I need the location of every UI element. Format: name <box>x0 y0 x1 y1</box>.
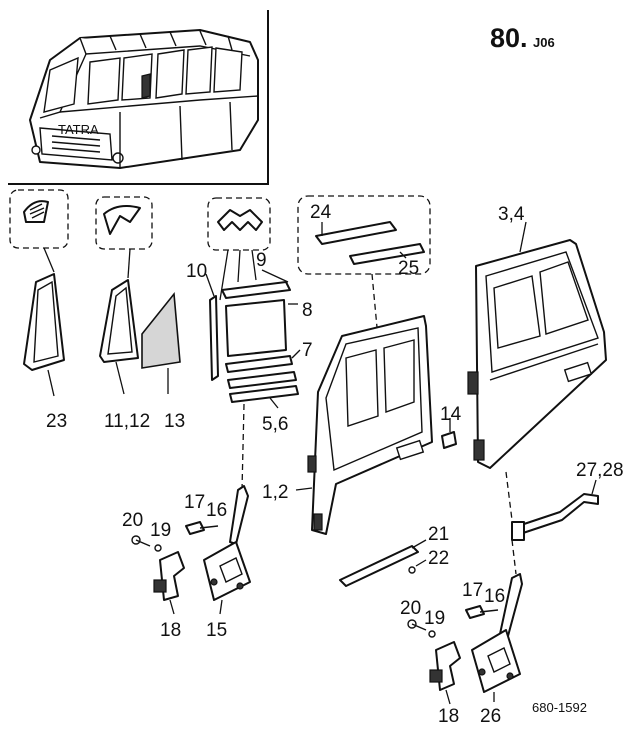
callout-19-right: 19 <box>424 608 445 629</box>
callout-8: 8 <box>302 300 313 321</box>
part-1-2-door <box>295 315 433 535</box>
callout-labels: 23 11,12 13 10 9 8 7 5,6 24 25 3,4 14 1,… <box>46 202 624 727</box>
callout-17-right: 17 <box>462 580 483 601</box>
cab-badge: TATRA <box>58 122 99 137</box>
part-21-22-sill-strip <box>339 539 427 587</box>
cab-overview-inset: TATRA <box>8 10 269 185</box>
callout-3-4: 3,4 <box>498 204 525 225</box>
callout-5-6: 5,6 <box>262 414 288 435</box>
part-11-12-window-seal <box>95 196 153 395</box>
part-27-28-door-stay <box>505 471 599 575</box>
callout-7: 7 <box>302 340 313 361</box>
callout-18-right: 18 <box>438 706 459 727</box>
parts-16-20-handle-fasteners-right <box>407 605 499 638</box>
callout-10: 10 <box>186 261 207 282</box>
callout-24: 24 <box>310 202 332 223</box>
callout-18-left: 18 <box>160 620 181 641</box>
part-15-window-regulator-left <box>203 485 251 615</box>
callout-11-12: 11,12 <box>104 411 150 432</box>
callout-25: 25 <box>398 258 419 279</box>
callout-20-right: 20 <box>400 598 421 619</box>
callout-16-right: 16 <box>484 586 505 607</box>
callout-27-28: 27,28 <box>576 460 624 481</box>
callout-20-left: 20 <box>122 510 143 531</box>
part-3-4-door <box>467 221 607 469</box>
callout-21: 21 <box>428 524 449 545</box>
callout-14: 14 <box>440 404 462 425</box>
callout-1-2: 1,2 <box>262 482 288 503</box>
drawing-number: 680-1592 <box>532 700 587 715</box>
part-26-window-regulator-right <box>471 573 523 702</box>
page-code: 80. <box>490 23 528 53</box>
callout-13: 13 <box>164 411 185 432</box>
callout-19-left: 19 <box>150 520 171 541</box>
callout-16-left: 16 <box>206 500 227 521</box>
part-18-window-crank-right <box>429 641 461 705</box>
callout-15: 15 <box>206 620 227 641</box>
parts-24-25-window-rails <box>297 195 431 403</box>
cab-illustration: TATRA <box>29 29 259 169</box>
callout-22: 22 <box>428 548 449 569</box>
page-code-suffix: J06 <box>533 35 555 50</box>
callout-17-left: 17 <box>184 492 205 513</box>
parts-7-10-glass-and-guides <box>205 197 301 491</box>
part-18-window-crank-left <box>153 551 185 615</box>
part-14-pin <box>441 418 457 449</box>
callout-9: 9 <box>256 250 267 271</box>
callout-23: 23 <box>46 411 67 432</box>
part-23-quarter-window-seal <box>9 189 69 397</box>
callout-26: 26 <box>480 706 501 727</box>
part-13-wedge-panel <box>141 291 181 394</box>
parts-16-20-handle-fasteners-left <box>131 521 219 552</box>
